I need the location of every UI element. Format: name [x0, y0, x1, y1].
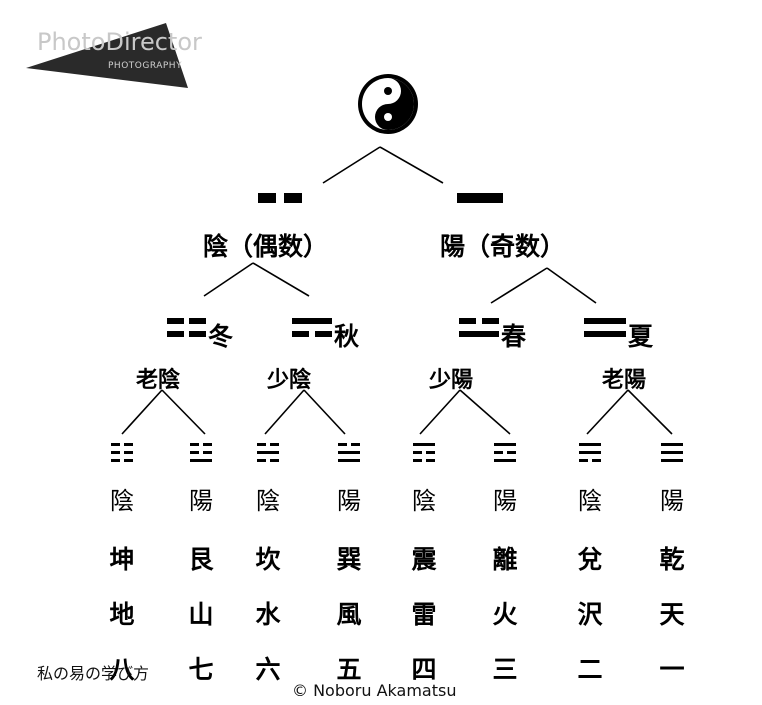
trigram-qian-icon: [661, 443, 683, 465]
season-summer: 夏: [628, 322, 654, 351]
trigram-element-li: 火: [492, 600, 518, 629]
group-old-yang: 老陽: [602, 368, 647, 393]
trigram-element-gen: 山: [188, 600, 214, 629]
yin-even-label: 陰（偶数）: [203, 232, 329, 261]
trigram-polarity-qian: 陽: [660, 487, 684, 515]
yin-line-icon: [258, 193, 302, 203]
watermark-triangle: [26, 23, 188, 88]
trigram-number-qian: 一: [659, 655, 685, 684]
season-autumn: 秋: [334, 322, 360, 351]
watermark-tagline: PHOTOGRAPHY: [108, 61, 183, 71]
trigram-element-zhen: 雷: [411, 600, 437, 629]
yang-line-icon: [457, 193, 503, 203]
trigram-number-li: 三: [492, 655, 518, 684]
trigram-element-xun: 風: [336, 600, 362, 629]
trigram-number-kan: 六: [255, 655, 281, 684]
group-young-yang: 少陽: [429, 368, 474, 393]
trigram-name-xun: 巽: [336, 545, 362, 574]
watermark-brand: PhotoDirector: [37, 28, 202, 56]
trigram-polarity-kan: 陰: [256, 487, 280, 515]
trigram-name-gen: 艮: [188, 545, 214, 574]
trigram-xun-icon: [338, 443, 360, 465]
trigram-number-gen: 七: [188, 655, 214, 684]
trigram-polarity-kun: 陰: [110, 487, 134, 515]
trigram-gen-icon: [190, 443, 212, 465]
trigram-kan-icon: [257, 443, 279, 465]
trigram-number-zhen: 四: [411, 655, 437, 684]
trigram-polarity-gen: 陽: [189, 487, 213, 515]
trigram-polarity-dui: 陰: [578, 487, 602, 515]
trigram-dui-icon: [579, 443, 601, 465]
trigram-number-kun: 八: [109, 655, 135, 684]
trigram-name-qian: 乾: [659, 545, 685, 574]
trigram-name-dui: 兌: [577, 545, 603, 574]
trigram-name-zhen: 震: [411, 545, 437, 574]
trigram-name-li: 離: [492, 545, 518, 574]
trigram-name-kan: 坎: [255, 545, 281, 574]
trigram-element-dui: 沢: [577, 600, 603, 629]
trigram-name-kun: 坤: [109, 545, 135, 574]
trigram-kun-icon: [111, 443, 133, 465]
trigram-polarity-xun: 陽: [337, 487, 361, 515]
season-winter: 冬: [208, 322, 234, 351]
copyright-text: © Noboru Akamatsu: [292, 681, 457, 700]
trigram-element-kan: 水: [255, 600, 281, 629]
trigram-li-icon: [494, 443, 516, 465]
season-spring: 春: [501, 322, 527, 351]
group-young-yin: 少陰: [267, 368, 312, 393]
taiji-icon: [358, 74, 418, 134]
trigram-element-qian: 天: [659, 600, 685, 629]
trigram-polarity-zhen: 陰: [412, 487, 436, 515]
trigram-polarity-li: 陽: [493, 487, 517, 515]
trigram-zhen-icon: [413, 443, 435, 465]
footer-title: 私の易の学び方: [37, 664, 150, 683]
trigram-element-kun: 地: [109, 600, 135, 629]
trigram-number-xun: 五: [336, 655, 362, 684]
yang-odd-label: 陽（奇数）: [440, 232, 566, 261]
group-old-yin: 老陰: [136, 368, 181, 393]
trigram-number-dui: 二: [577, 655, 603, 684]
